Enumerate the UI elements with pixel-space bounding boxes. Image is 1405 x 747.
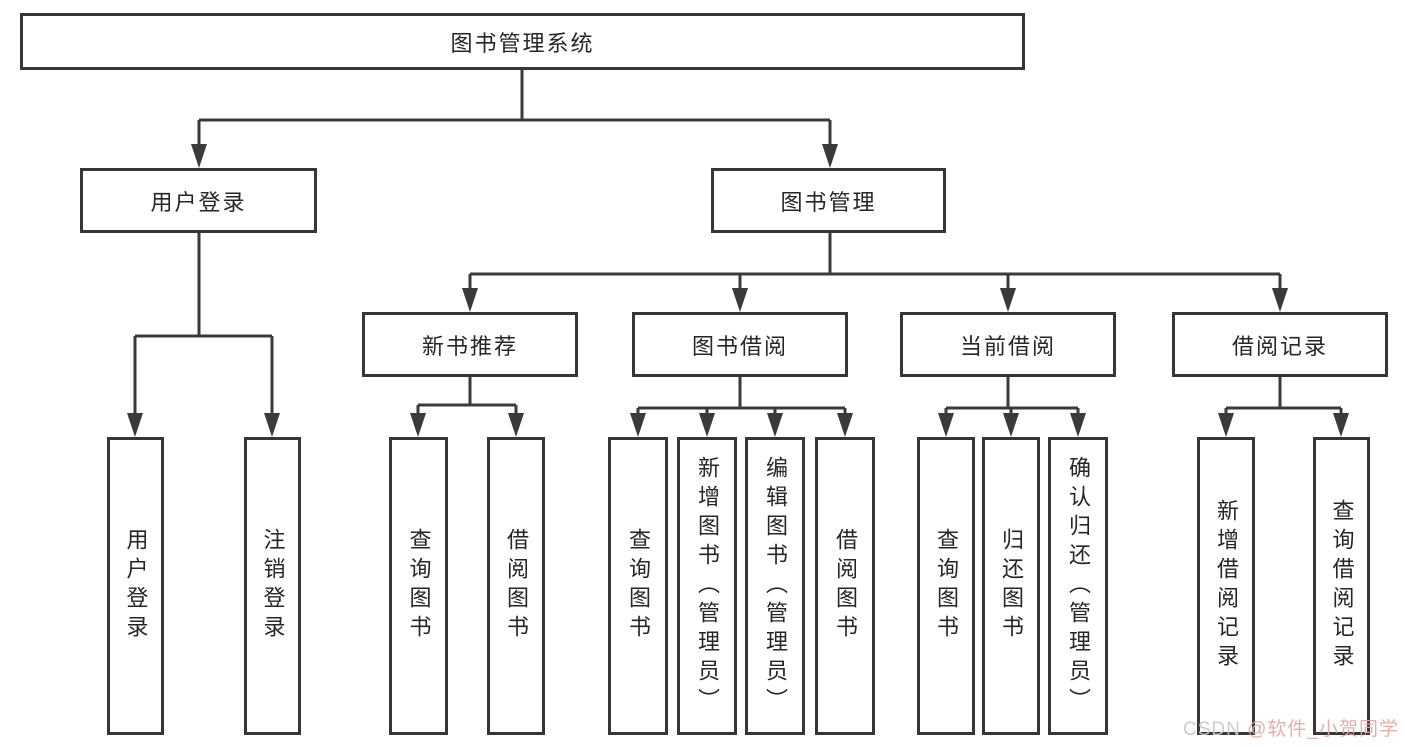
leaf-add-book-admin: 新增图书（管理员） — [677, 437, 737, 735]
leaf-return-book: 归还图书 — [982, 437, 1040, 735]
watermark-author-handle: @软件_小贺同学 — [1247, 719, 1399, 740]
node-user-login: 用户登录 — [80, 168, 317, 233]
leaf-query-borrow-record: 查询借阅记录 — [1313, 437, 1370, 735]
leaf-add-borrow-record: 新增借阅记录 — [1197, 437, 1255, 735]
node-new-book-recommend: 新书推荐 — [362, 312, 578, 377]
leaf-borrow-books-recommend: 借阅图书 — [487, 437, 545, 735]
node-book-borrowing: 图书借阅 — [632, 312, 848, 377]
watermark-csdn-label: CSDN — [1183, 719, 1248, 740]
watermark: CSDN @软件_小贺同学 — [1183, 714, 1399, 741]
leaf-user-login: 用户登录 — [107, 437, 164, 735]
leaf-query-books-recommend: 查询图书 — [389, 437, 448, 735]
node-borrowing-records: 借阅记录 — [1172, 312, 1388, 377]
node-current-borrowing: 当前借阅 — [900, 312, 1116, 377]
node-book-management: 图书管理 — [711, 168, 946, 233]
leaf-query-books-borrowing: 查询图书 — [608, 437, 668, 735]
leaf-borrow-books-borrowing: 借阅图书 — [815, 437, 875, 735]
node-library-management-system: 图书管理系统 — [20, 13, 1025, 70]
leaf-query-books-current: 查询图书 — [917, 437, 975, 735]
leaf-logout: 注销登录 — [244, 437, 301, 735]
leaf-edit-book-admin: 编辑图书（管理员） — [745, 437, 805, 735]
leaf-confirm-return-admin: 确认归还（管理员） — [1048, 437, 1108, 735]
